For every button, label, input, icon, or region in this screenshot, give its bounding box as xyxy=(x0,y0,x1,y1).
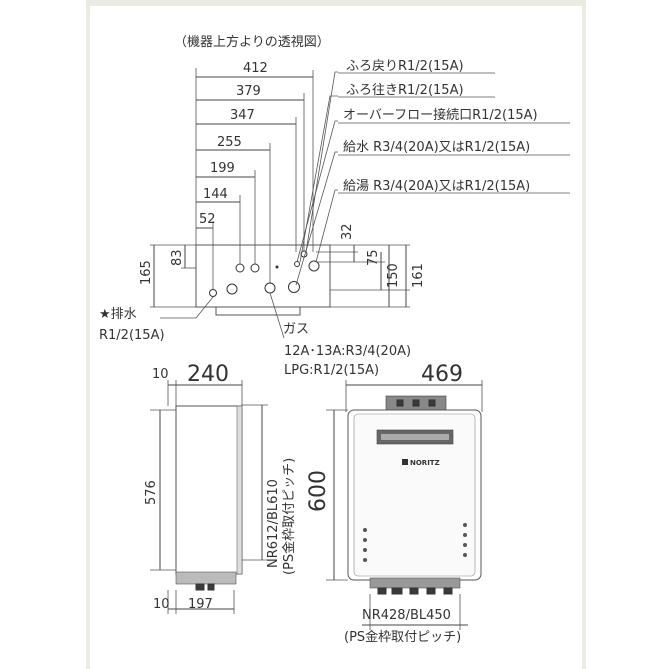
dim-144: 144 xyxy=(203,187,228,202)
side-dim-10-top: 10 xyxy=(152,367,169,382)
side-dim-10-bottom: 10 xyxy=(153,597,170,612)
dim-52: 52 xyxy=(199,212,216,227)
callout-bath-return: ふろ戻りR1/2(15A) xyxy=(346,59,464,74)
page-frame-top xyxy=(86,0,586,6)
pipe-connections xyxy=(209,250,320,297)
callout-gas-spec-2: LPG:R1/2(15A) xyxy=(284,363,379,378)
side-bottom-dims xyxy=(167,590,235,614)
gas-port xyxy=(264,282,276,294)
dim-255: 255 xyxy=(217,135,242,150)
dim-347: 347 xyxy=(230,108,255,123)
callout-bath-supply: ふろ往きR1/2(15A) xyxy=(346,83,464,98)
front-dim-469: 469 xyxy=(421,362,463,387)
dim-161: 161 xyxy=(411,263,426,288)
dim-165: 165 xyxy=(139,260,154,285)
water-port xyxy=(288,281,300,293)
dim-412: 412 xyxy=(243,61,268,76)
side-pitch-note: (PS金枠取付ピッチ) xyxy=(281,458,297,575)
side-pitch-dim xyxy=(242,404,268,561)
page-frame-right xyxy=(582,0,586,669)
front-pitch-note: (PS金枠取付ピッチ) xyxy=(344,629,461,645)
callout-gas-spec-1: 12A･13A:R3/4(20A) xyxy=(284,344,411,359)
callout-hot-water: 給湯 R3/4(20A)又はR1/2(15A) xyxy=(343,179,530,194)
drain-port xyxy=(209,289,217,297)
side-height-dim xyxy=(150,409,176,571)
callout-drain-size: R1/2(15A) xyxy=(99,328,165,343)
front-pitch-label: NR428/BL450 xyxy=(362,608,451,623)
top-view-outline xyxy=(195,244,331,316)
front-pitch-dim xyxy=(362,594,468,630)
side-depth-dim xyxy=(167,380,243,406)
dim-379: 379 xyxy=(236,84,261,99)
side-dim-576: 576 xyxy=(144,480,159,505)
port-144 xyxy=(235,263,245,273)
callout-water-supply: 給水 R3/4(20A)又はR1/2(15A) xyxy=(343,140,530,155)
top-view-title: （機器上方よりの透視図） xyxy=(174,34,330,50)
callout-gas: ガス xyxy=(283,322,309,337)
right-height-dims xyxy=(316,244,410,308)
side-view-body xyxy=(175,405,243,591)
dim-199: 199 xyxy=(210,161,235,176)
side-dim-197: 197 xyxy=(188,597,213,612)
front-width-dim xyxy=(345,380,483,412)
dim-150: 150 xyxy=(386,263,401,288)
dim-83: 83 xyxy=(170,249,185,266)
front-view-body xyxy=(347,395,482,595)
left-height-dims xyxy=(150,244,196,308)
callout-drain: ★排水 xyxy=(99,307,137,322)
overflow-port xyxy=(294,261,300,267)
callout-leaders xyxy=(295,71,570,286)
noritz-logo-mark xyxy=(402,459,408,465)
callout-overflow: オーバーフロー接続口R1/2(15A) xyxy=(343,107,538,123)
page-frame-left xyxy=(86,0,90,669)
center-dot xyxy=(275,265,279,269)
side-dim-240: 240 xyxy=(187,362,229,387)
front-height-dim xyxy=(326,409,348,581)
port-left xyxy=(226,283,238,295)
front-dim-600: 600 xyxy=(306,470,331,512)
port-199 xyxy=(250,263,260,273)
lower-callout-leaders xyxy=(160,292,285,339)
dim-75: 75 xyxy=(366,249,381,266)
dim-32: 32 xyxy=(340,223,355,240)
side-pitch-label: NR612/BL610 xyxy=(266,479,281,568)
width-dims xyxy=(196,70,314,293)
brand-logo: NORITZ xyxy=(410,459,440,467)
hot-water-port xyxy=(308,260,320,272)
